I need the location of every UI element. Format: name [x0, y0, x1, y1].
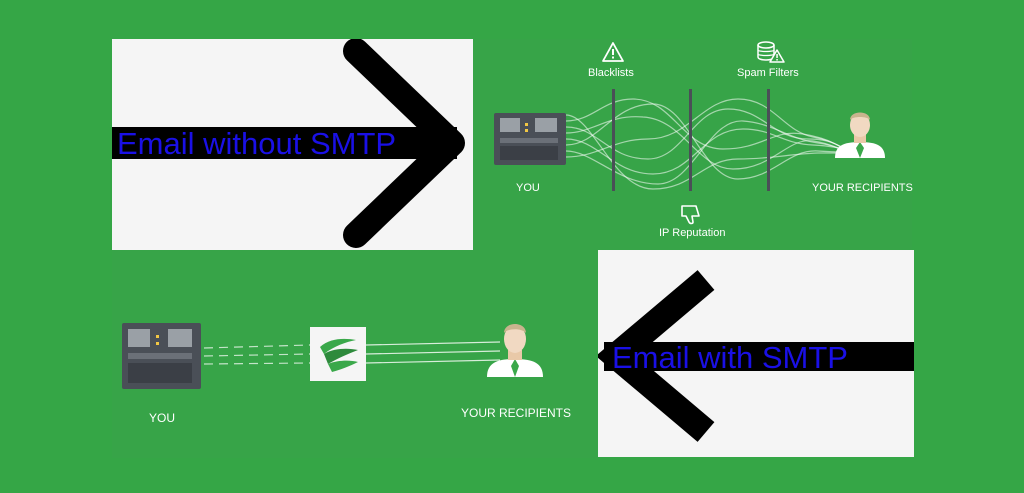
label-blacklists: Blacklists [588, 67, 634, 79]
server-icon [494, 113, 566, 165]
spam-filters-barrier [767, 89, 770, 191]
routes-diagram [494, 41, 885, 225]
thumbs-down-icon [681, 205, 700, 225]
person-icon [487, 324, 543, 377]
label-you: YOU [516, 182, 540, 194]
warning-icon [602, 42, 624, 62]
diagram-with-smtp: YOU YOUR RECIPIENTS [112, 250, 598, 458]
label-ip-reputation: IP Reputation [659, 227, 726, 239]
banner-title-without-smtp: Email without SMTP [117, 126, 397, 161]
diagram-without-smtp: Blacklists Spam Filters IP Reputation YO… [473, 39, 913, 250]
wing-logo-icon [310, 327, 366, 381]
smtp-route-diagram [122, 323, 543, 389]
left-arrow [598, 270, 914, 442]
right-arrow [112, 39, 465, 248]
banner-without-smtp: Email without SMTP [112, 39, 473, 250]
server-icon [122, 323, 201, 389]
database-warning-icon [757, 41, 785, 63]
label-you: YOU [149, 411, 176, 425]
blacklists-barrier [612, 89, 615, 191]
label-spam-filters: Spam Filters [737, 67, 799, 79]
banner-with-smtp: Email with SMTP [598, 250, 914, 457]
label-your-recipients: YOUR RECIPIENTS [812, 182, 913, 194]
banner-title-with-smtp: Email with SMTP [612, 340, 848, 375]
label-your-recipients: YOUR RECIPIENTS [461, 406, 572, 420]
ip-reputation-barrier [689, 89, 692, 191]
person-icon [835, 112, 885, 158]
